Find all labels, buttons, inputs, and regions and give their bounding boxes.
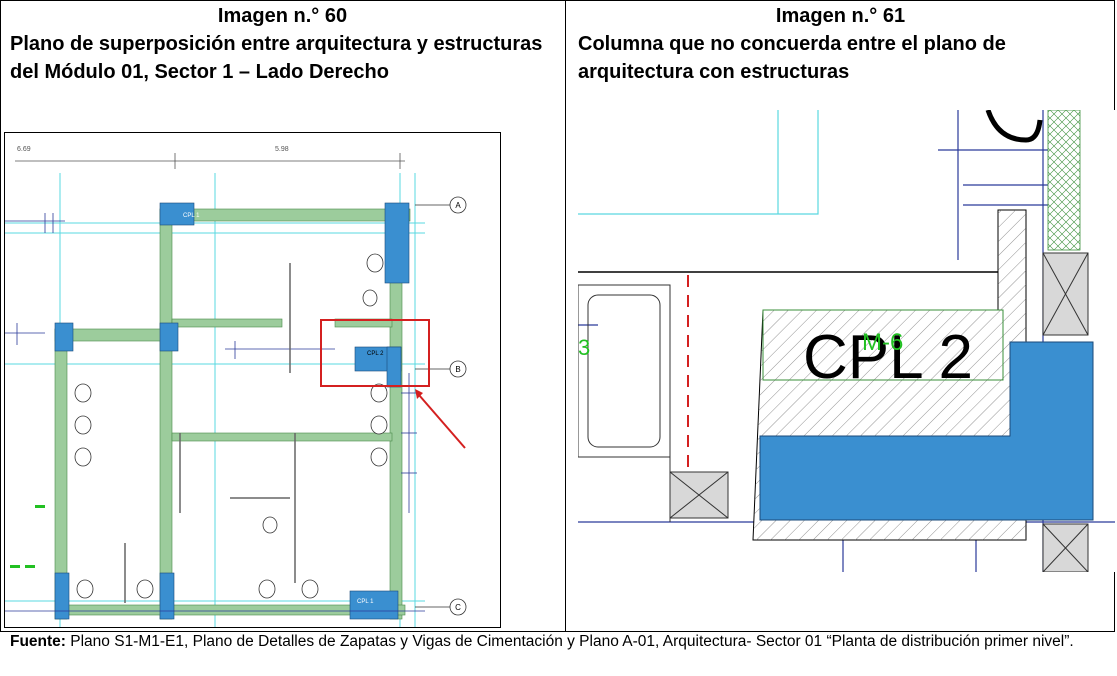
detail-main-label: CPL 2: [803, 323, 973, 392]
column-corner-top: [384, 202, 410, 284]
detail-drawing: 3 CPL 2 M-6: [578, 110, 1115, 572]
left-figure-number: Imagen n.° 60: [217, 5, 348, 27]
detail-edge-label: 3: [578, 335, 590, 360]
column-cpl1-top: [159, 202, 195, 226]
column-left: [54, 322, 74, 352]
source-text: Plano S1-M1-E1, Plano de Detalles de Zap…: [65, 633, 1074, 650]
dim-label-1: 6.69: [17, 146, 31, 153]
column-mid: [159, 322, 179, 352]
column-detail: 3 CPL 2 M-6: [578, 110, 1115, 572]
highlight-box: [320, 319, 430, 387]
dim-label-2: 5.98: [275, 146, 289, 153]
axis-label-b: B: [455, 365, 460, 374]
axis-bubble-a: [449, 196, 467, 214]
plan-drawing: 6.69 5.98 A B C: [5, 146, 467, 627]
source-label: Fuente:: [10, 633, 66, 650]
left-figure-title: Plano de superposición entre arquitectur…: [10, 33, 543, 83]
axis-bubble-c: [449, 598, 467, 616]
axis-bubble-b: [449, 360, 467, 378]
column-label-cpl1-top: CPL 1: [183, 213, 200, 219]
right-figure-title: Columna que no concuerda entre el plano …: [578, 33, 1006, 83]
axis-label-a: A: [455, 201, 461, 210]
source-note: Fuente: Plano S1-M1-E1, Plano de Detalle…: [10, 632, 1100, 652]
detail-overlay-label: M-6: [862, 329, 903, 356]
right-figure-number: Imagen n.° 61: [775, 5, 906, 27]
highlight-arrow: [418, 394, 466, 449]
column-label-cpl2: CPL 2: [367, 351, 384, 357]
column-label-cpl1-bottom: CPL 1: [357, 599, 374, 605]
superposition-plan: 6.69 5.98 A B C: [4, 132, 501, 628]
figure-divider: [565, 0, 566, 632]
structural-column: [759, 341, 1094, 521]
axis-label-c: C: [455, 603, 461, 612]
